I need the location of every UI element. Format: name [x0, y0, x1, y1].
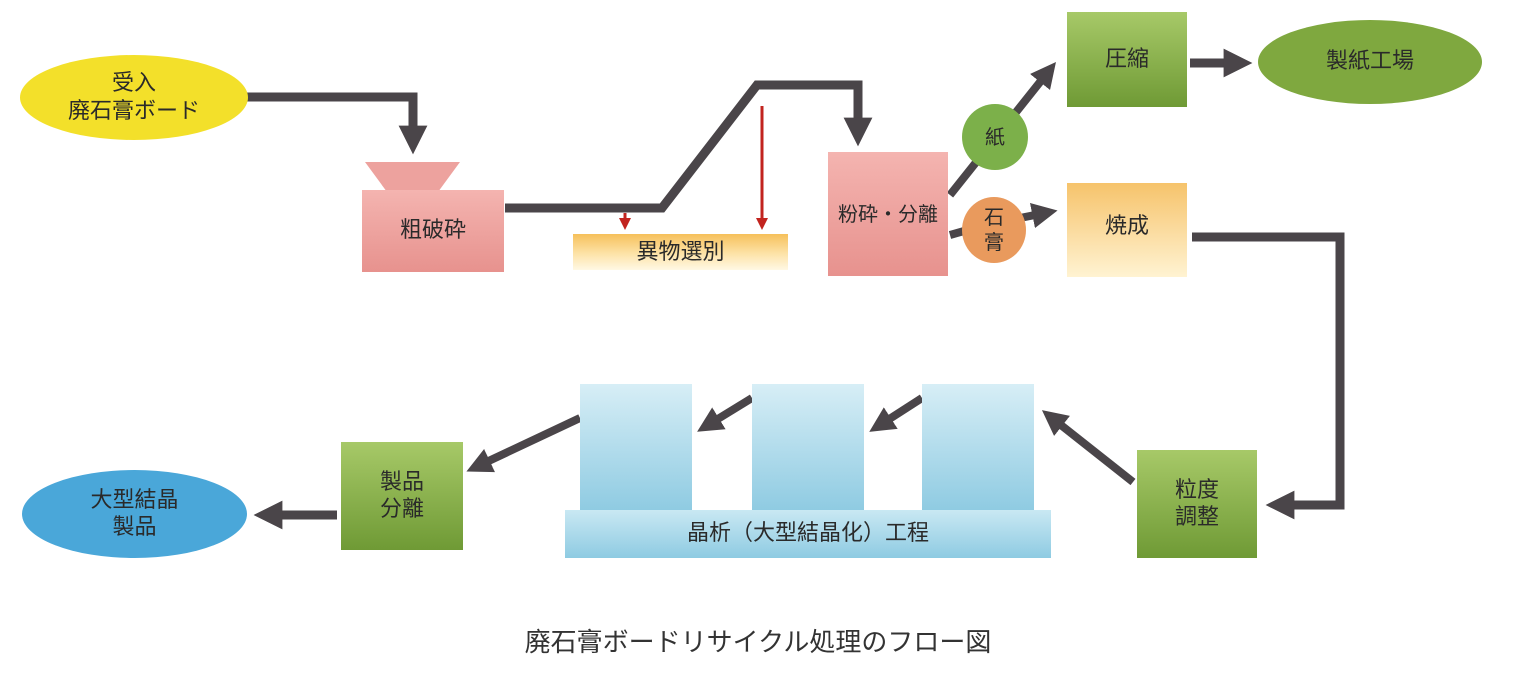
crystallizer-2: [752, 384, 864, 510]
hopper-shape: [365, 162, 460, 192]
pulverize-separate-node: 粉砕・分離: [828, 152, 948, 276]
diagram-caption: 廃石膏ボードリサイクル処理のフロー図: [524, 628, 992, 658]
coarse-crush-node: 粗破砕: [362, 190, 504, 272]
arrow-crystal3-to-crystal2: [869, 394, 925, 432]
crystallization-process-node: 晶析（大型結晶化）工程: [565, 510, 1051, 558]
arrow-granulometry-to-crystal: [1041, 410, 1136, 486]
received-board-node: 受入 廃石膏ボード: [20, 55, 248, 140]
large-crystal-product-node: 大型結晶 製品: [22, 470, 247, 558]
calcine-node: 焼成: [1067, 183, 1187, 277]
crystallizer-3: [922, 384, 1034, 510]
crystallizer-1: [580, 384, 692, 510]
compress-node: 圧縮: [1067, 12, 1187, 107]
gypsum-circle-node: 石 膏: [962, 197, 1026, 263]
granulometry-node: 粒度 調整: [1137, 450, 1257, 558]
product-separation-node: 製品 分離: [341, 442, 463, 550]
paper-circle-node: 紙: [962, 104, 1028, 170]
arrow-crush-to-pulverize: [505, 80, 873, 213]
arrow-crystal2-to-crystal1: [697, 394, 755, 432]
arrow-crystal-to-separation: [466, 414, 582, 473]
arrow-received-to-crush: [245, 92, 428, 155]
foreign-sort-node: 異物選別: [573, 234, 788, 270]
arrow-calcine-to-granulometry: [1192, 232, 1345, 520]
paper-mill-node: 製紙工場: [1258, 20, 1482, 104]
